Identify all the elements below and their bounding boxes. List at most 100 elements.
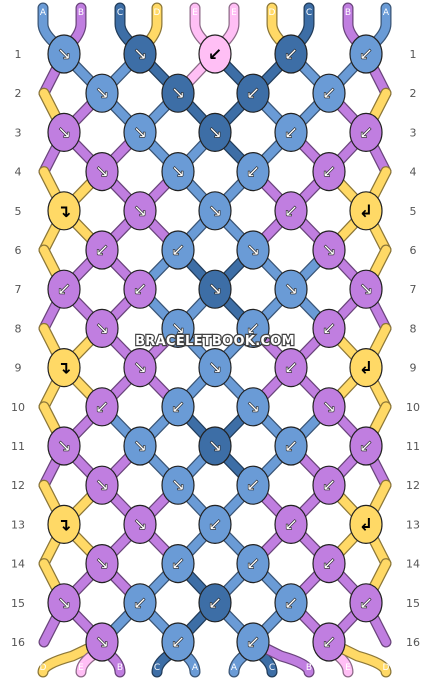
thread-end-bottom-fill xyxy=(38,637,107,677)
knot-direction-arrow: ↙ xyxy=(359,594,373,614)
knot: ↙ xyxy=(274,34,308,74)
row-number-left: 2 xyxy=(15,87,22,100)
row-number-left: 8 xyxy=(15,322,22,335)
knot: ↘ xyxy=(161,73,195,113)
knot-ellipse xyxy=(236,622,270,662)
knot: ↘ xyxy=(85,543,119,584)
knot: ↙ xyxy=(236,73,270,113)
knot-ellipse xyxy=(349,112,383,152)
knot: ↙ xyxy=(312,73,346,113)
row-number-right: 12 xyxy=(406,479,420,492)
knot-ellipse xyxy=(47,504,81,545)
knot-direction-arrow: ↙ xyxy=(57,280,71,300)
knot: ↙ xyxy=(312,543,346,584)
knot-ellipse xyxy=(236,73,270,113)
knot-ellipse xyxy=(123,191,157,231)
row-number-left: 5 xyxy=(15,205,22,218)
knot: ↘ xyxy=(85,622,119,662)
row-number-right: 5 xyxy=(410,205,417,218)
knot: ↙ xyxy=(274,426,308,466)
knot-ellipse xyxy=(85,465,119,505)
knot: ↙ xyxy=(274,348,308,388)
knot-direction-arrow: ↙ xyxy=(208,515,222,535)
knot-ellipse xyxy=(198,191,232,231)
knot-ellipse xyxy=(161,387,195,427)
knot-ellipse xyxy=(85,622,119,662)
knot-direction-arrow: ↙ xyxy=(322,476,336,496)
knot-direction-arrow: ↘ xyxy=(246,398,260,418)
knot: ↙ xyxy=(274,112,308,152)
knot-ellipse xyxy=(349,191,383,231)
knot-direction-arrow: ↘ xyxy=(208,123,222,143)
knot-direction-arrow: ↙ xyxy=(359,45,373,65)
thread-label-bottom: D xyxy=(383,663,390,673)
knot-direction-arrow: ↙ xyxy=(284,359,298,379)
row-number-left: 10 xyxy=(11,401,25,414)
knot-direction-arrow: ↙ xyxy=(246,163,260,183)
row-number-right: 2 xyxy=(410,87,417,100)
knot-ellipse xyxy=(274,583,308,623)
knot-grid: ↘↘↙↙↙↘↘↙↙↘↘↘↙↙↘↘↙↙↴↘↘↙↲↙↙↘↘↙↙↘↘↘↘↘↙↙↴↘↘↙… xyxy=(47,34,383,662)
knot-ellipse xyxy=(236,152,270,192)
row-number-left: 1 xyxy=(15,48,22,61)
knot: ↙ xyxy=(198,34,232,74)
knot-direction-arrow: ↙ xyxy=(171,241,185,261)
knot-direction-arrow: ↙ xyxy=(284,515,298,535)
knot-direction-arrow: ↙ xyxy=(322,84,336,104)
knot-direction-arrow: ↘ xyxy=(95,633,109,653)
knot-direction-arrow: ↘ xyxy=(284,280,298,300)
knot: ↘ xyxy=(85,465,119,505)
row-number-left: 3 xyxy=(15,126,22,139)
knot-ellipse xyxy=(236,308,270,348)
knot: ↘ xyxy=(198,426,232,466)
thread-label-top: A xyxy=(40,8,47,18)
knot: ↙ xyxy=(236,622,270,662)
knot-ellipse xyxy=(349,583,383,623)
knot-direction-arrow: ↙ xyxy=(322,555,336,575)
knot-direction-arrow: ↙ xyxy=(246,555,260,575)
knot-ellipse xyxy=(123,269,157,309)
knot: ↙ xyxy=(312,308,346,348)
knot: ↘ xyxy=(85,73,119,113)
knot: ↙ xyxy=(349,583,383,623)
knot: ↘ xyxy=(312,230,346,270)
knot-direction-arrow: ↘ xyxy=(95,84,109,104)
thread-label-top: B xyxy=(345,8,351,18)
knot-ellipse xyxy=(274,426,308,466)
knot-ellipse xyxy=(236,543,270,584)
knot: ↘ xyxy=(161,152,195,192)
row-number-right: 4 xyxy=(410,166,417,179)
knot: ↘ xyxy=(236,387,270,427)
knot-ellipse xyxy=(161,230,195,270)
knot: ↘ xyxy=(312,387,346,427)
knot-ellipse xyxy=(47,34,81,74)
knot-direction-arrow: ↙ xyxy=(133,280,147,300)
knot: ↴ xyxy=(47,348,81,388)
knot-direction-arrow: ↙ xyxy=(171,633,185,653)
knot: ↙ xyxy=(349,426,383,466)
knot: ↘ xyxy=(349,269,383,309)
knot: ↘ xyxy=(123,112,157,152)
knot-ellipse xyxy=(312,622,346,662)
knot: ↘ xyxy=(85,152,119,192)
knot: ↘ xyxy=(236,230,270,270)
thread-label-bottom: B xyxy=(306,663,312,673)
knot-direction-arrow: ↘ xyxy=(57,45,71,65)
knot: ↙ xyxy=(85,387,119,427)
knot-direction-arrow: ↘ xyxy=(95,476,109,496)
thread-label-top: A xyxy=(383,8,390,18)
knot-direction-arrow: ↙ xyxy=(208,45,222,65)
knot: ↘ xyxy=(85,308,119,348)
thread-label-bottom: D xyxy=(40,663,47,673)
knot-ellipse xyxy=(274,348,308,388)
row-number-right: 16 xyxy=(406,636,420,649)
knot-direction-arrow: ↘ xyxy=(171,476,185,496)
knot-direction-arrow: ↙ xyxy=(208,594,222,614)
knot: ↙ xyxy=(198,504,232,545)
knot-direction-arrow: ↘ xyxy=(95,319,109,339)
knot-direction-arrow: ↙ xyxy=(246,84,260,104)
knot-direction-arrow: ↘ xyxy=(208,202,222,222)
knot: ↘ xyxy=(161,465,195,505)
knot: ↘ xyxy=(198,191,232,231)
